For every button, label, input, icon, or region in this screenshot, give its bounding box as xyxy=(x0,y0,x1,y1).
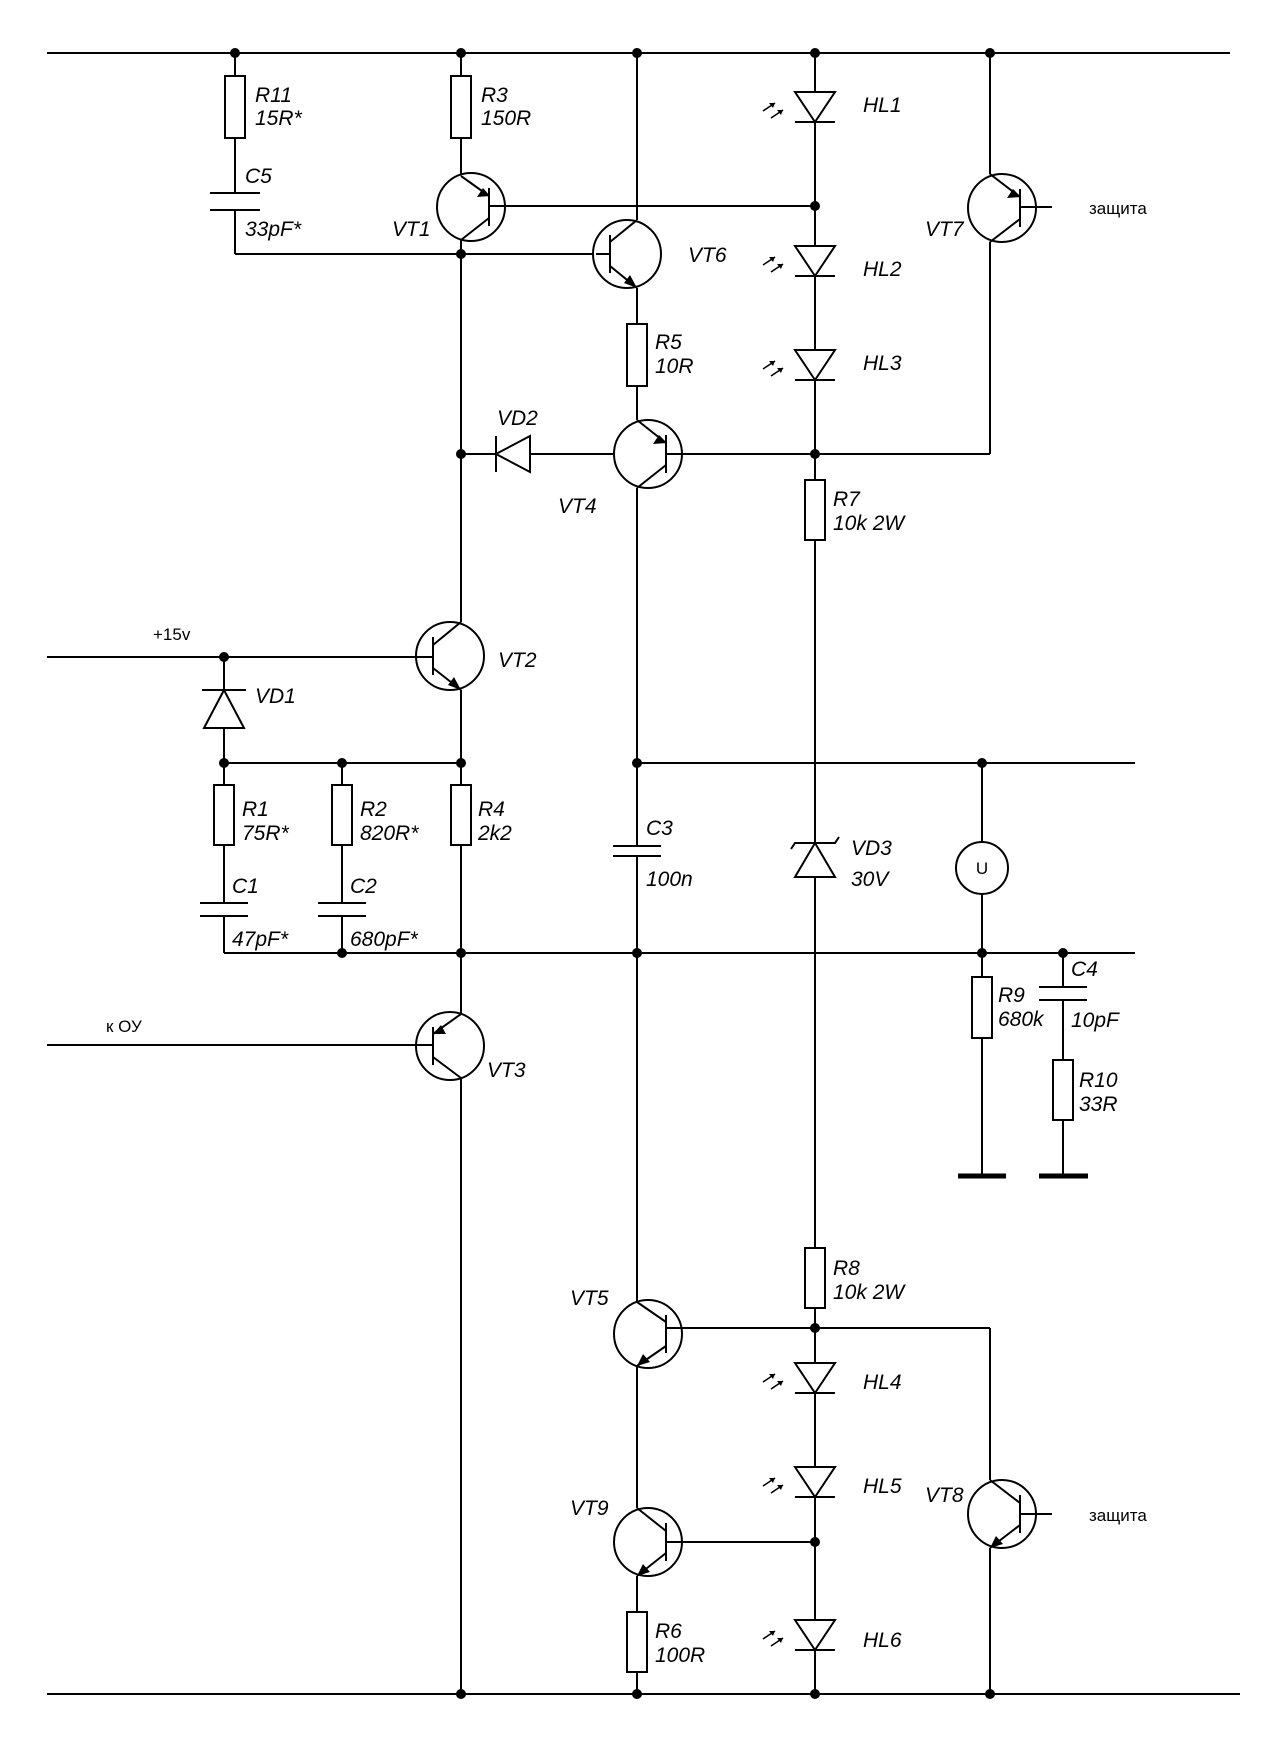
label-r6-value: 100R xyxy=(655,1644,705,1667)
label-vd3-value: 30V xyxy=(851,868,890,891)
label-c5-ref: C5 xyxy=(245,165,272,188)
diode-vd2 xyxy=(493,434,531,474)
resistor-r3 xyxy=(450,75,472,139)
label-c1-value: 47pF* xyxy=(232,928,289,951)
voltmeter: U xyxy=(955,841,1009,895)
resistor-r11 xyxy=(224,75,246,139)
label-vt9: VT9 xyxy=(570,1497,609,1520)
label-vt2: VT2 xyxy=(498,649,537,672)
label-c2-value: 680pF* xyxy=(350,928,419,951)
component-labels: R11 15R* R3 150R C5 33pF* VT1 VT6 VT7 HL… xyxy=(232,84,1120,1667)
label-r3-ref: R3 xyxy=(481,84,508,107)
label-hl5: HL5 xyxy=(863,1475,902,1498)
label-c5-value: 33pF* xyxy=(245,218,302,241)
label-vd2: VD2 xyxy=(497,407,538,430)
voltmeter-symbol: U xyxy=(976,859,988,878)
label-r2-ref: R2 xyxy=(360,798,387,821)
label-vt8: VT8 xyxy=(925,1484,964,1507)
label-r9-ref: R9 xyxy=(998,984,1025,1007)
led-hl4 xyxy=(762,1362,837,1395)
label-hl1: HL1 xyxy=(863,94,902,117)
transistor-vt8 xyxy=(967,1479,1037,1549)
resistor-r7 xyxy=(804,479,826,541)
label-r6-ref: R6 xyxy=(655,1620,682,1643)
resistor-r2 xyxy=(331,784,353,846)
label-c4-value: 10pF xyxy=(1071,1009,1120,1032)
label-c1-ref: C1 xyxy=(232,875,259,898)
label-hl3: HL3 xyxy=(863,352,902,375)
label-r7-ref: R7 xyxy=(833,488,861,511)
resistor-r1 xyxy=(213,784,235,846)
transistor-vt6 xyxy=(592,219,662,289)
label-r11-value: 15R* xyxy=(255,107,303,130)
label-vt3: VT3 xyxy=(487,1059,526,1082)
led-hl3 xyxy=(762,349,837,382)
capacitor-c5 xyxy=(210,192,260,211)
resistor-r10 xyxy=(1052,1059,1074,1121)
label-vt1: VT1 xyxy=(392,218,431,241)
label-c3-ref: C3 xyxy=(646,817,673,840)
resistor-r5 xyxy=(626,323,648,387)
label-vt6: VT6 xyxy=(688,244,727,267)
label-r11-ref: R11 xyxy=(255,84,292,107)
capacitor-c1 xyxy=(200,902,248,917)
label-r1-ref: R1 xyxy=(242,798,269,821)
transistor-vt2 xyxy=(415,621,485,691)
label-hl2: HL2 xyxy=(863,258,902,281)
junction-dots xyxy=(219,48,1068,1699)
resistor-r4 xyxy=(450,784,472,846)
transistor-vt3 xyxy=(415,1011,485,1081)
net-labels: +15v к ОУ защита защита xyxy=(106,199,1147,1525)
label-r8-ref: R8 xyxy=(833,1257,860,1280)
zener-diode-vd3 xyxy=(790,836,840,878)
label-r3-value: 150R xyxy=(481,107,531,130)
label-hl6: HL6 xyxy=(863,1629,902,1652)
label-r5-value: 10R xyxy=(655,355,694,378)
label-r10-value: 33R xyxy=(1079,1093,1118,1116)
label-c4-ref: C4 xyxy=(1071,958,1098,981)
resistor-r8 xyxy=(804,1247,826,1309)
capacitor-c2 xyxy=(318,902,366,917)
capacitor-c3 xyxy=(613,845,661,857)
transistor-vt9 xyxy=(613,1507,683,1577)
label-vt5: VT5 xyxy=(570,1287,609,1310)
label-r5-ref: R5 xyxy=(655,331,682,354)
label-r7-value: 10k 2W xyxy=(833,512,906,535)
label-c3-value: 100n xyxy=(646,868,693,891)
diode-vd1 xyxy=(202,687,246,729)
net-label-protection-bottom: защита xyxy=(1089,1506,1147,1525)
label-r10-ref: R10 xyxy=(1079,1069,1118,1092)
transistor-vt5 xyxy=(613,1299,683,1369)
label-vd1: VD1 xyxy=(255,685,296,708)
label-r1-value: 75R* xyxy=(242,822,290,845)
label-vt4: VT4 xyxy=(558,495,597,518)
resistor-r9 xyxy=(971,976,993,1039)
transistor-vt1 xyxy=(436,172,506,242)
transistor-vt7 xyxy=(967,173,1037,243)
label-r9-value: 680k xyxy=(998,1008,1045,1031)
label-r2-value: 820R* xyxy=(360,822,419,845)
label-hl4: HL4 xyxy=(863,1371,902,1394)
net-label-protection-top: защита xyxy=(1089,199,1147,218)
net-label-to-opamp: к ОУ xyxy=(106,1017,142,1036)
capacitor-c4 xyxy=(1039,986,1087,1001)
led-hl5 xyxy=(762,1466,837,1499)
label-r4-value: 2k2 xyxy=(477,822,512,845)
resistor-r6 xyxy=(626,1611,648,1673)
led-hl1 xyxy=(762,91,837,124)
label-vd3-ref: VD3 xyxy=(851,837,892,860)
label-c2-ref: C2 xyxy=(350,875,377,898)
label-r8-value: 10k 2W xyxy=(833,1281,906,1304)
transistor-vt4 xyxy=(613,419,683,489)
net-label-plus15v: +15v xyxy=(153,625,191,644)
led-hl2 xyxy=(762,245,837,278)
label-r4-ref: R4 xyxy=(478,798,505,821)
led-hl6 xyxy=(762,1619,837,1652)
label-vt7: VT7 xyxy=(925,218,965,241)
